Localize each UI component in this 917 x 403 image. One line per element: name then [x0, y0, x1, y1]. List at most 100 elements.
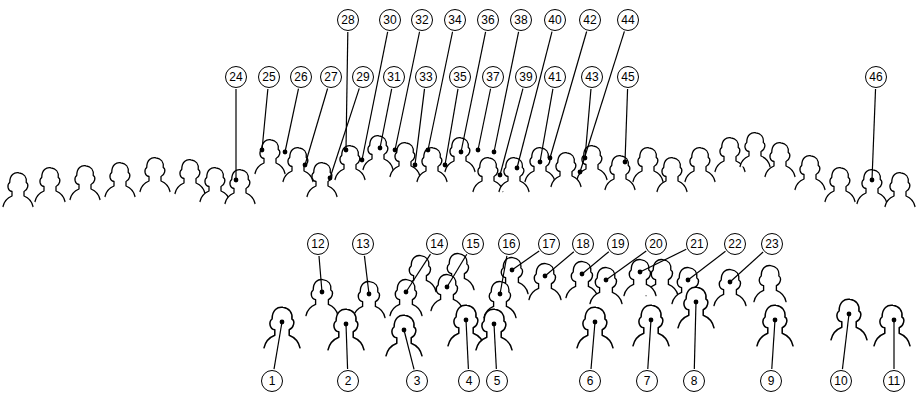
callout-circle: 15	[462, 233, 484, 255]
leader-line	[404, 330, 414, 369]
head-silhouette	[825, 168, 855, 202]
callout-circle: 18	[572, 233, 594, 255]
callout-number: 28	[341, 14, 354, 26]
callout-number: 42	[583, 14, 596, 26]
head-silhouette	[529, 263, 561, 299]
leader-line	[591, 322, 595, 369]
callout-number: 32	[415, 14, 428, 26]
leader-dot	[649, 318, 654, 323]
leader-line	[694, 302, 696, 369]
callout-number: 6	[587, 375, 594, 387]
callout-number: 17	[542, 238, 555, 250]
callout-number: 27	[324, 71, 337, 83]
leader-line	[517, 32, 552, 168]
leader-line	[580, 31, 624, 172]
head-silhouette	[633, 148, 663, 182]
callout-circle: 27	[320, 66, 342, 88]
head-silhouette	[605, 156, 635, 190]
leader-dot	[548, 156, 553, 161]
leader-line	[364, 256, 369, 294]
callout-circle: 25	[258, 66, 280, 88]
leader-dot	[413, 163, 418, 168]
leader-line	[640, 249, 686, 272]
head-silhouette	[353, 281, 385, 317]
head-silhouette	[685, 148, 715, 182]
leader-line	[415, 89, 425, 165]
callout-circle: 16	[498, 233, 520, 255]
callout-number: 22	[728, 238, 741, 250]
head-silhouette	[754, 265, 786, 301]
callout-number: 43	[585, 71, 598, 83]
leader-dot	[360, 158, 365, 163]
callout-number: 26	[294, 71, 307, 83]
callout-number: 1	[269, 375, 276, 387]
leader-dot	[492, 322, 497, 327]
leader-dot	[623, 160, 628, 165]
head-silhouette	[740, 133, 770, 167]
leader-dot	[234, 178, 239, 183]
callout-circle: 3	[406, 370, 428, 392]
leader-line	[445, 89, 458, 165]
callout-number: 44	[621, 14, 634, 26]
leader-dot	[604, 278, 609, 283]
leader-dot	[445, 285, 450, 290]
head-silhouette	[473, 158, 503, 192]
head-silhouette	[200, 168, 230, 202]
callout-circle: 45	[617, 66, 639, 88]
callout-number: 38	[514, 14, 527, 26]
leader-line	[550, 32, 587, 158]
leader-line	[380, 89, 392, 148]
leader-dot	[686, 278, 691, 283]
head-silhouette	[831, 299, 867, 340]
head-silhouette	[175, 160, 205, 194]
callout-number: 8	[691, 375, 698, 387]
head-silhouette	[35, 168, 65, 202]
leader-line	[872, 89, 876, 180]
callout-number: 11	[888, 375, 900, 387]
leader-dot	[593, 320, 598, 325]
callout-number: 19	[611, 238, 624, 250]
callout-circle: 28	[337, 9, 359, 31]
head-silhouette	[307, 163, 337, 197]
head-silhouette	[140, 158, 170, 192]
leader-line	[730, 252, 763, 282]
callout-number: 46	[869, 71, 882, 83]
head-silhouette	[657, 158, 687, 192]
callout-number: 29	[356, 71, 369, 83]
leader-dot	[583, 156, 588, 161]
callout-number: 33	[419, 71, 432, 83]
leader-line	[466, 320, 468, 369]
callout-circle: 26	[290, 66, 312, 88]
leader-dot	[328, 176, 333, 181]
callout-number: 39	[519, 71, 532, 83]
callout-circle: 41	[544, 66, 566, 88]
callout-circle: 23	[761, 233, 783, 255]
leader-dot	[578, 170, 583, 175]
head-silhouette	[255, 140, 285, 174]
head-silhouette	[765, 143, 795, 177]
callout-number: 4	[466, 375, 473, 387]
leader-dot	[344, 148, 349, 153]
leader-dot	[283, 150, 288, 155]
callout-number: 37	[486, 71, 499, 83]
leader-line	[262, 89, 268, 150]
callout-number: 41	[548, 71, 561, 83]
callout-circle: 20	[645, 233, 667, 255]
leader-dot	[892, 318, 897, 323]
callout-number: 10	[834, 375, 847, 387]
leader-line	[688, 251, 725, 280]
leader-dot	[773, 318, 778, 323]
callout-number: 20	[649, 238, 662, 250]
head-silhouette	[363, 136, 393, 170]
callout-circle: 39	[515, 66, 537, 88]
leader-line	[478, 89, 491, 150]
leader-line	[319, 256, 322, 292]
callout-circle: 4	[458, 370, 480, 392]
callout-circle: 38	[510, 9, 532, 31]
leader-dot	[402, 328, 407, 333]
leader-line	[893, 320, 894, 369]
head-silhouette	[70, 166, 100, 200]
callout-circle: 24	[225, 66, 247, 88]
leader-dot	[426, 148, 431, 153]
